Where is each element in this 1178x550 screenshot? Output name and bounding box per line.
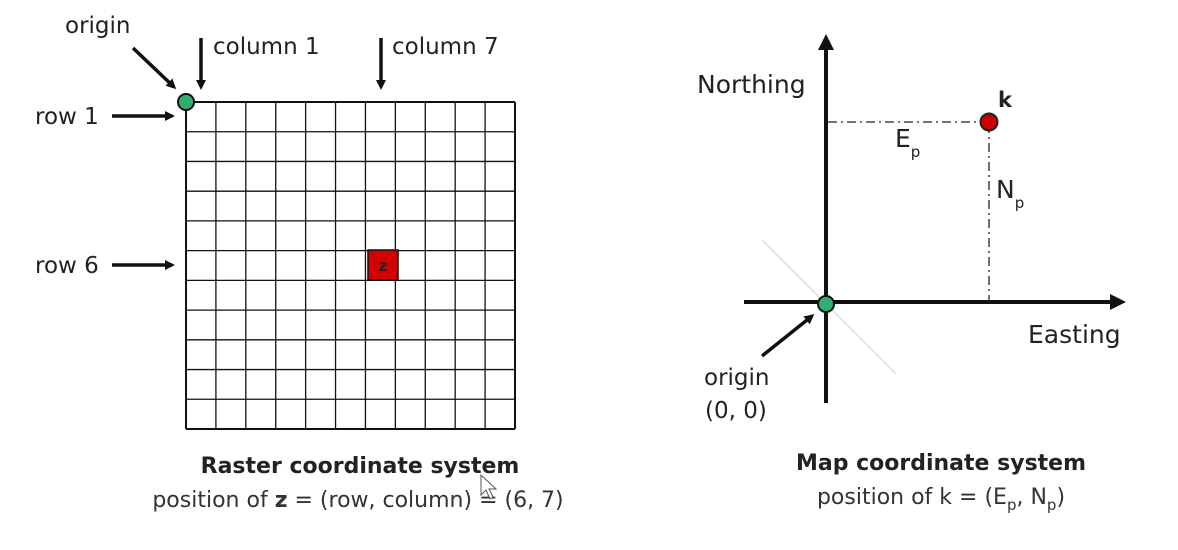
map-ep-sub: p: [911, 143, 921, 161]
raster-cell-z-label: z: [379, 257, 388, 275]
map-caption-sub1: p: [1007, 496, 1017, 514]
map-origin-marker: [817, 295, 835, 313]
raster-cell-z-fill: [367, 249, 399, 281]
raster-caption-prefix: position of: [152, 488, 274, 513]
map-origin-arrow: [760, 314, 815, 358]
raster-row-1-label: row 1: [35, 104, 99, 130]
map-ep-main: E: [895, 124, 911, 153]
map-np-main: N: [996, 175, 1015, 204]
raster-column-1-label: column 1: [213, 34, 320, 60]
map-point-k-marker: [979, 112, 999, 132]
raster-column-7-label: column 7: [392, 34, 499, 60]
raster-origin-arrow: [131, 46, 177, 90]
map-caption-title: Map coordinate system: [796, 451, 1086, 476]
raster-caption-position: position of z = (row, column) = (6, 7): [152, 488, 563, 513]
raster-panel: z origin column 1 column 7 row 1 row 6 R…: [35, 13, 564, 513]
raster-row-6-label: row 6: [35, 253, 99, 279]
raster-caption-title: Raster coordinate system: [201, 454, 520, 479]
raster-grid: [185, 101, 516, 430]
raster-origin-marker: [177, 93, 195, 111]
map-origin-label: origin: [704, 365, 770, 391]
map-caption-mid: , N: [1016, 485, 1046, 510]
raster-caption-suffix: = (row, column) = (6, 7): [288, 488, 564, 513]
map-x-axis-label: Easting: [1028, 320, 1121, 349]
raster-caption-bold: z: [275, 488, 288, 513]
map-panel: k Northing Easting Ep Np origin (0, 0) M…: [697, 34, 1126, 514]
map-caption-prefix: position of k = (E: [817, 485, 1007, 510]
map-ep-label: Ep: [895, 124, 920, 161]
map-caption-suffix: ): [1056, 485, 1065, 510]
mouse-cursor-icon: [480, 473, 498, 500]
map-caption-position: position of k = (Ep, Np): [817, 485, 1065, 514]
map-caption-sub2: p: [1047, 496, 1057, 514]
raster-cell-z: z: [367, 249, 399, 281]
map-np-sub: p: [1015, 194, 1025, 212]
map-y-axis-label: Northing: [697, 70, 806, 99]
map-np-label: Np: [996, 175, 1024, 212]
map-point-k-label: k: [998, 88, 1013, 112]
map-origin-coords: (0, 0): [705, 398, 767, 424]
raster-origin-label: origin: [65, 13, 131, 39]
